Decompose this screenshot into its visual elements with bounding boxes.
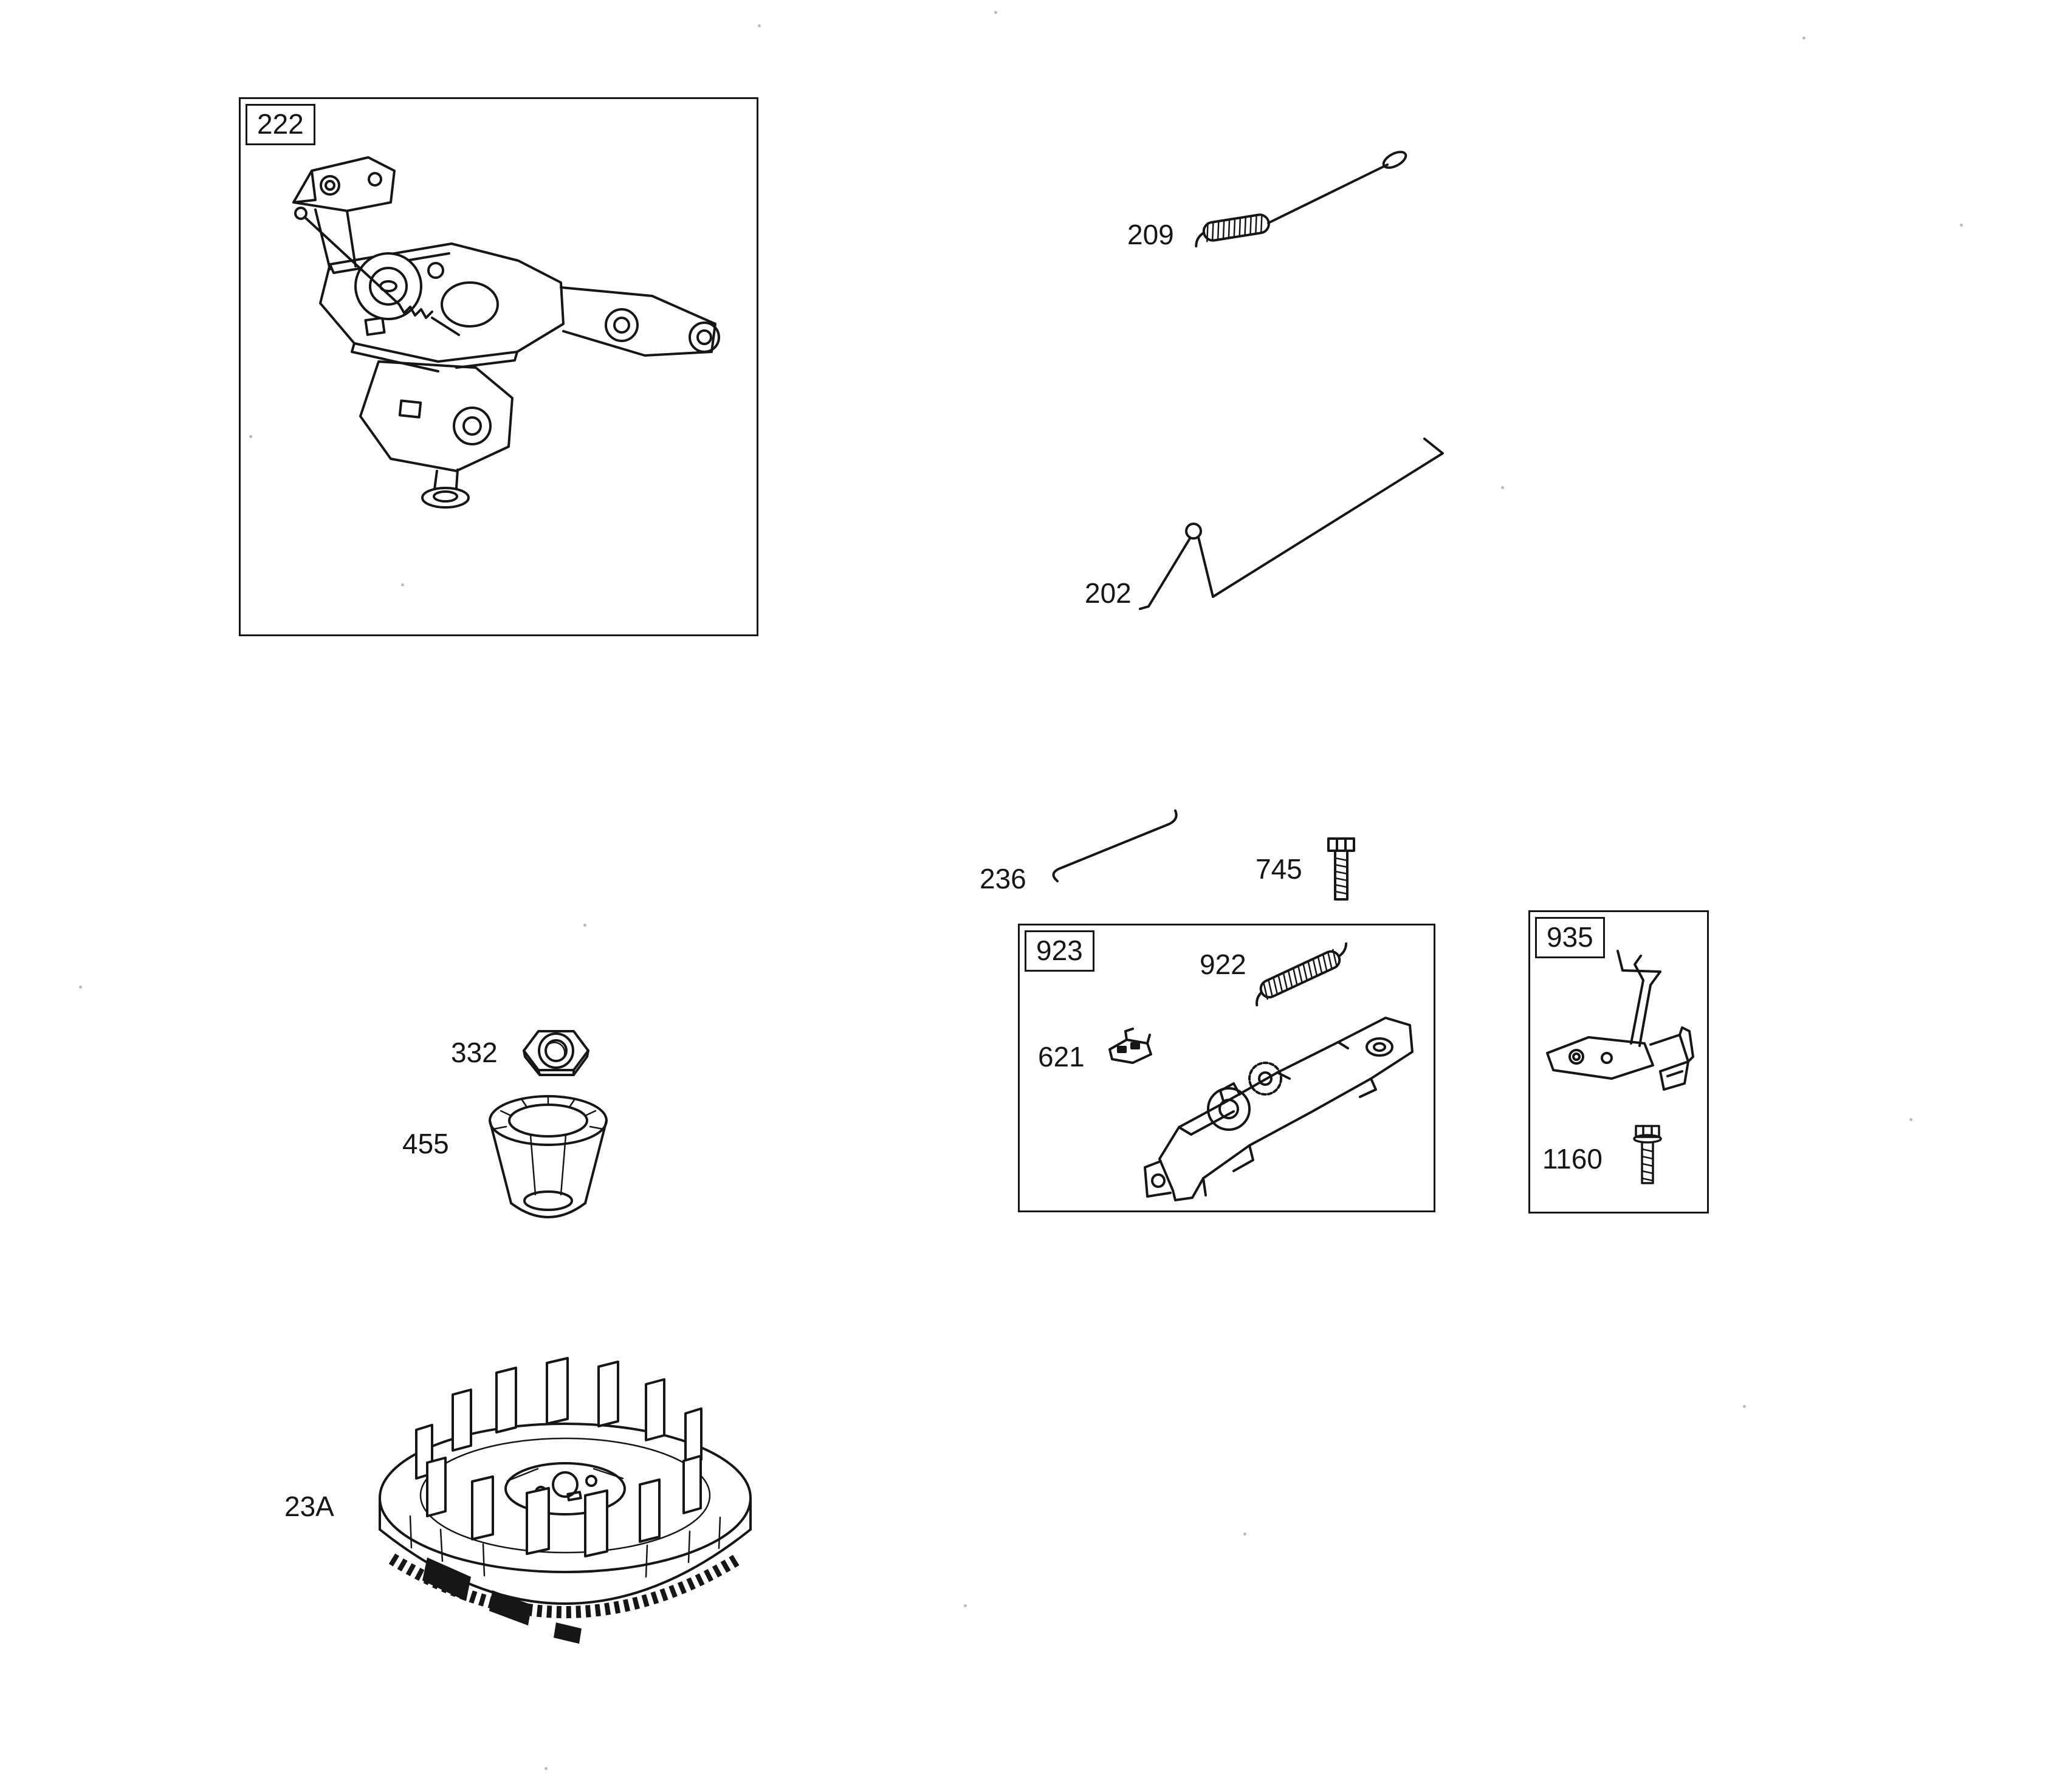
- spring-922-drawing: [1256, 942, 1348, 1007]
- screw-1160-drawing: [1633, 1125, 1662, 1184]
- flywheel-cup-drawing: [489, 1095, 608, 1218]
- scan-speck: [401, 583, 404, 586]
- part-label-621: 621: [1038, 1041, 1085, 1073]
- link-wire-drawing: [1052, 809, 1178, 882]
- part-label-202: 202: [1085, 577, 1132, 609]
- scan-speck: [964, 1604, 967, 1607]
- part-group-box-935: 935 1160: [1528, 910, 1709, 1214]
- part-label-23A: 23A: [284, 1491, 334, 1522]
- part-label-1160: 1160: [1542, 1143, 1603, 1175]
- part-label-923: 923: [1025, 930, 1094, 972]
- scan-speck: [1960, 224, 1963, 227]
- scan-speck: [1802, 36, 1805, 39]
- part-label-222: 222: [246, 104, 315, 146]
- part-label-236: 236: [980, 863, 1026, 894]
- hex-nut-drawing: [523, 1030, 589, 1076]
- part-group-box-923: 923 922 621: [1018, 924, 1435, 1212]
- scan-speck: [1243, 1533, 1246, 1536]
- part-label-745: 745: [1256, 853, 1302, 885]
- part-label-935: 935: [1535, 917, 1605, 959]
- scan-speck: [994, 11, 997, 14]
- scan-speck: [1501, 486, 1504, 489]
- scan-speck: [79, 986, 82, 989]
- scan-speck: [583, 924, 586, 927]
- scan-speck: [1909, 1118, 1912, 1121]
- part-label-922: 922: [1200, 949, 1246, 980]
- governor-bracket-assembly-drawing: [1108, 942, 1414, 1201]
- scan-speck: [758, 24, 761, 27]
- screw-drawing: [1327, 837, 1355, 901]
- part-label-209: 209: [1127, 219, 1174, 250]
- throttle-link-wire-drawing: [1139, 438, 1444, 610]
- flywheel-drawing: [379, 1357, 752, 1644]
- clip-621-drawing: [1108, 1028, 1152, 1064]
- scan-speck: [545, 1767, 548, 1770]
- scan-speck: [249, 435, 252, 438]
- governor-spring-drawing: [1195, 151, 1407, 248]
- stop-switch-bracket-drawing: [1546, 950, 1694, 1184]
- scan-speck: [1743, 1405, 1746, 1408]
- control-bracket-assembly-drawing: [292, 156, 720, 509]
- part-label-332: 332: [451, 1037, 498, 1068]
- part-label-455: 455: [402, 1128, 449, 1159]
- part-group-box-222: 222: [239, 97, 758, 636]
